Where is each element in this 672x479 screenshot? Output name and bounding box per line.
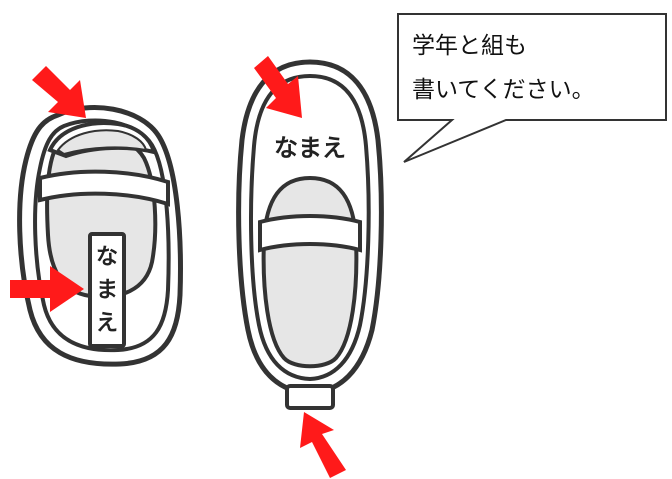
right-shoe-insole xyxy=(261,175,359,369)
arrow-left-middle-shape xyxy=(10,266,84,312)
arrow-left-top-shape xyxy=(32,66,86,118)
arrow-right-top-shape xyxy=(254,56,302,118)
left-shoe-label-char-3: え xyxy=(96,311,118,336)
right-shoe-elastic-band xyxy=(258,214,362,253)
left-shoe-label-char-2: ま xyxy=(96,278,118,303)
left-shoe-elastic-band xyxy=(38,169,170,207)
arrow-left-top xyxy=(32,66,86,118)
speech-bubble-line-1: 学年と組も xyxy=(412,33,527,59)
right-shoe: なまえ xyxy=(236,59,384,410)
right-shoe-heel-tab xyxy=(285,384,335,410)
left-shoe-label-char-1: な xyxy=(96,245,118,270)
left-shoe-name-tab xyxy=(88,232,126,348)
arrow-right-top xyxy=(254,56,302,118)
arrow-left-middle xyxy=(10,266,84,312)
right-shoe-label: なまえ xyxy=(274,134,346,162)
speech-bubble-line-2: 書いてください。 xyxy=(412,77,595,103)
left-shoe: な ま え xyxy=(17,105,183,367)
right-shoe-rim xyxy=(249,73,371,382)
arrow-right-bottom-shape xyxy=(300,412,346,478)
left-shoe-heel-inner xyxy=(56,129,148,156)
arrow-right-bottom xyxy=(300,412,346,478)
speech-bubble xyxy=(397,13,667,163)
